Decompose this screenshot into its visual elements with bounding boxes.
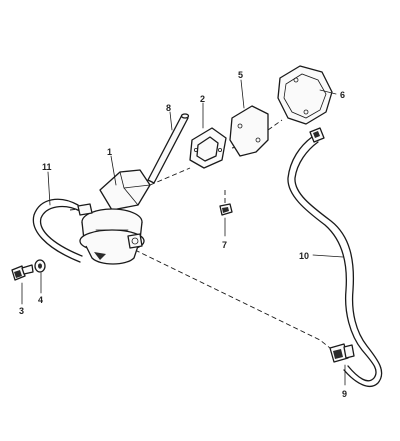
callout-5: 5 [238, 70, 243, 80]
block-off-plate [277, 65, 333, 125]
callout-2: 2 [200, 94, 205, 104]
callout-7: 7 [222, 240, 227, 250]
gasket-part-2 [189, 127, 227, 169]
fuel-pump [77, 169, 151, 265]
callout-1: 1 [107, 147, 112, 157]
callout-4: 4 [38, 295, 43, 305]
callout-8: 8 [166, 103, 171, 113]
fitting-part-9 [329, 343, 355, 363]
callout-6: 6 [340, 90, 345, 100]
leader-lines [21, 79, 346, 386]
plug-part-7 [219, 203, 233, 216]
vent-hose [32, 198, 83, 263]
callout-11: 11 [42, 162, 52, 172]
callout-3: 3 [19, 306, 24, 316]
bolt-part-3 [11, 264, 34, 281]
washer-part-4 [34, 259, 46, 273]
callout-9: 9 [342, 389, 347, 399]
fuel-line-tube [287, 127, 383, 387]
callout-10: 10 [299, 251, 309, 261]
push-rod [147, 113, 190, 184]
callout-labels: 1 2 3 4 5 6 7 8 9 10 11 [19, 70, 347, 399]
mounting-plate [229, 105, 269, 157]
